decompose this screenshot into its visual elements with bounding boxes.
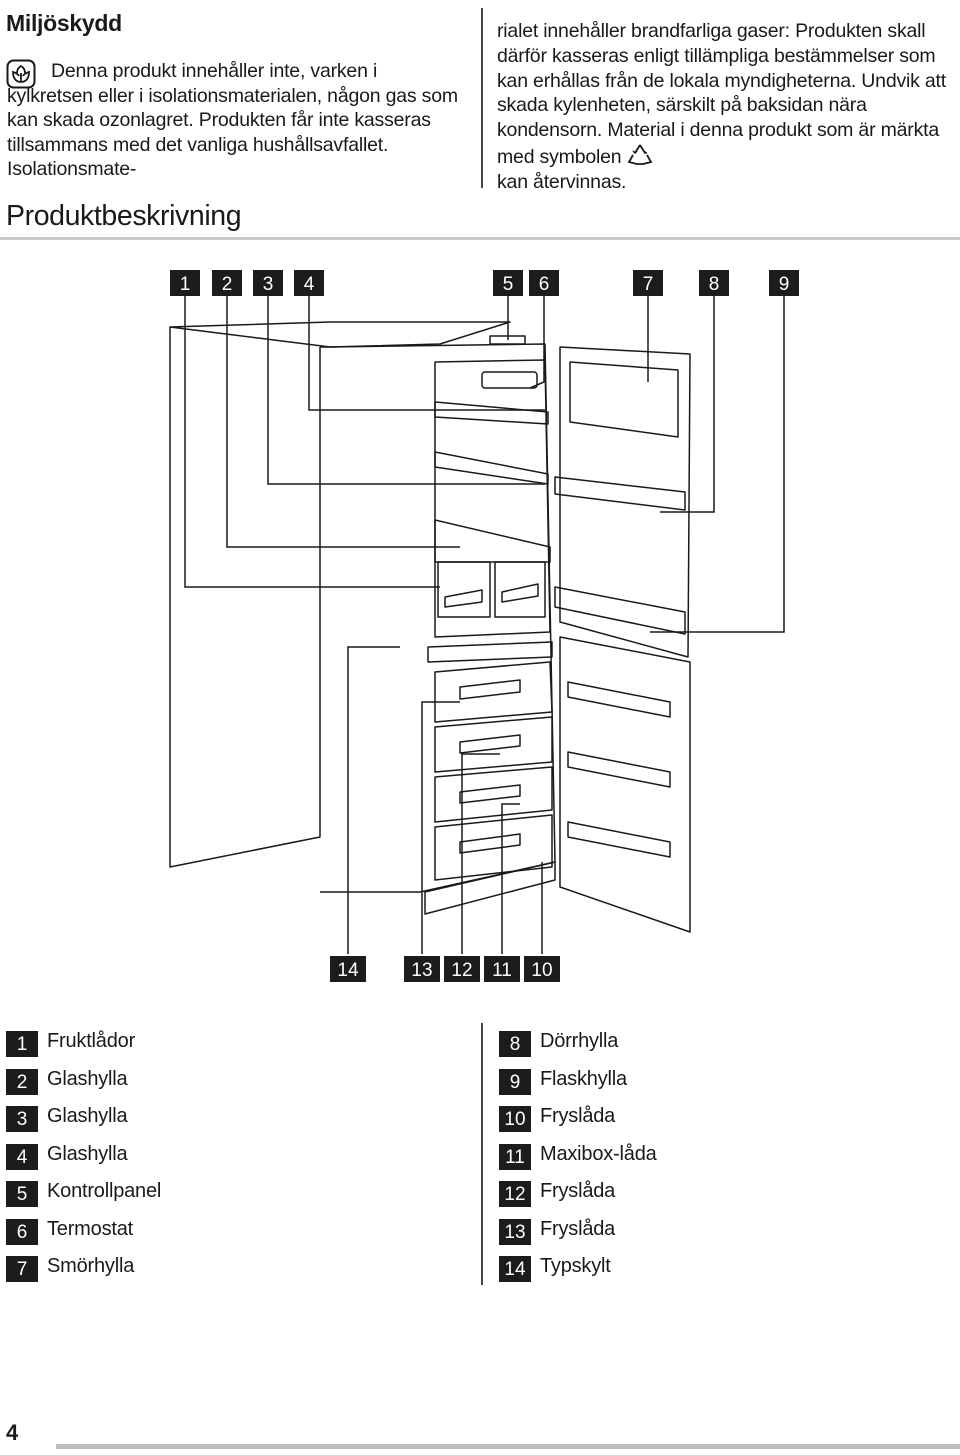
diagram-label: 3 (263, 274, 274, 295)
environment-text-right-body: rialet innehåller brandfarliga gaser: Pr… (497, 20, 946, 168)
diagram-label: 4 (304, 274, 315, 295)
diagram-top-labels: 1 2 3 4 5 6 7 8 9 (170, 270, 799, 296)
legend-text: Glashylla (47, 1067, 128, 1090)
diagram-label: 5 (503, 274, 514, 295)
legend-text: Smörhylla (47, 1255, 135, 1277)
diagram-label: 14 (337, 960, 359, 981)
legend-text: Glashylla (47, 1105, 128, 1127)
legend-number: 7 (6, 1256, 38, 1282)
environment-text-left: Denna produkt innehåller inte, varken i … (7, 60, 458, 180)
legend-number: 4 (6, 1143, 38, 1170)
legend-divider (481, 1023, 483, 1285)
diagram-label: 8 (709, 274, 720, 295)
flower-recycle-icon (6, 59, 36, 89)
page-number: 4 (6, 1420, 19, 1445)
diagram-label: 7 (643, 274, 654, 295)
diagram-label: 12 (451, 960, 472, 981)
legend-number: 2 (6, 1068, 38, 1095)
diagram-label: 10 (531, 960, 552, 981)
legend-number: 10 (499, 1106, 531, 1132)
legend-number: 1 (6, 1031, 38, 1057)
diagram-bottom-labels: 14 13 12 11 10 (330, 956, 560, 982)
legend-text: Fryslåda (540, 1180, 616, 1202)
legend-number: 8 (499, 1031, 531, 1057)
diagram-label: 2 (222, 274, 233, 295)
legend-text: Glashylla (47, 1142, 128, 1165)
diagram-label: 6 (539, 274, 550, 295)
legend-text: Dörrhylla (540, 1030, 619, 1052)
legend-text: Maxibox-låda (540, 1142, 657, 1165)
legend-text: Fruktlådor (47, 1030, 136, 1052)
section-heading-product-description: Produktbeskrivning (6, 200, 242, 232)
environment-text-right: rialet innehåller brandfarliga gaser: Pr… (497, 19, 959, 195)
environment-text-right-end: kan återvinnas. (497, 170, 627, 193)
legend-number: 14 (499, 1256, 531, 1282)
fridge-diagram: 1 2 3 4 5 6 7 8 9 14 13 12 11 10 (169, 270, 799, 982)
legend-number: 6 (6, 1218, 38, 1245)
legend-number: 12 (499, 1181, 531, 1207)
legend-number: 5 (6, 1181, 38, 1207)
legend-text: Fryslåda (540, 1217, 616, 1240)
legend-number: 9 (499, 1068, 531, 1095)
legend-text: Flaskhylla (540, 1067, 627, 1090)
legend-text: Termostat (47, 1217, 134, 1240)
legend-number: 11 (499, 1143, 531, 1170)
recycle-icon (628, 144, 653, 165)
legend-text: Kontrollpanel (47, 1180, 162, 1202)
column-divider (481, 8, 483, 188)
diagram-label: 9 (779, 274, 790, 295)
diagram-label: 13 (411, 960, 432, 981)
footer-rule (56, 1444, 960, 1449)
legend-number: 13 (499, 1218, 531, 1245)
section-heading-environment: Miljöskydd (6, 10, 122, 36)
legend-text: Fryslåda (540, 1105, 616, 1127)
legend-text: Typskylt (540, 1255, 611, 1277)
legend-right: 8 Dörrhylla 9 Flaskhylla 10 Fryslåda 11 … (499, 1027, 954, 1287)
diagram-label: 11 (492, 960, 512, 981)
legend-left: 1 Fruktlådor 2 Glashylla 3 Glashylla 4 G… (6, 1027, 466, 1287)
section-rule (0, 237, 960, 240)
diagram-label: 1 (180, 274, 191, 295)
legend-number: 3 (6, 1106, 38, 1132)
